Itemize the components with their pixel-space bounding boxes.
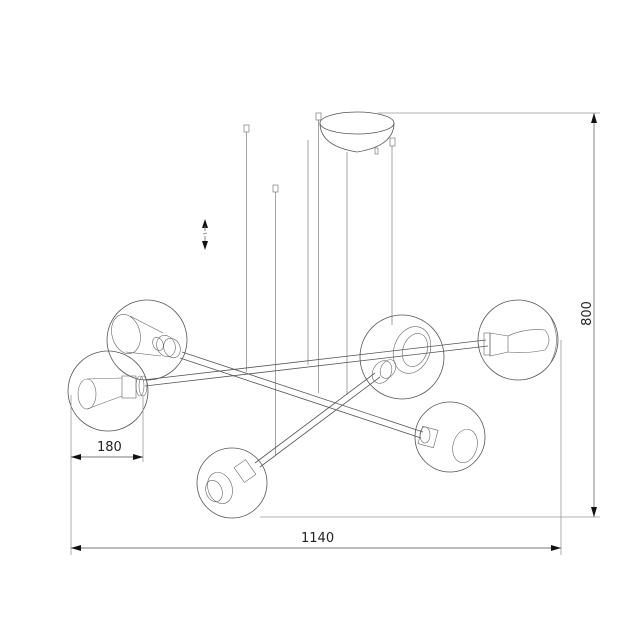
dimension-shade-diameter	[71, 395, 144, 462]
lamp-head-5	[196, 447, 268, 519]
canopy	[319, 111, 396, 155]
shade-diameter-label: 180	[97, 440, 122, 455]
lamp-head-4	[477, 299, 559, 381]
lamp-head-2	[67, 350, 149, 432]
overall-width-label: 1140	[301, 531, 335, 546]
double-arrow-vertical-icon	[202, 219, 208, 250]
dimension-width	[70, 340, 562, 555]
suspension-wires	[243, 112, 393, 455]
lamp-head-6	[414, 401, 486, 473]
overall-height-label: 800	[579, 301, 595, 326]
arms	[142, 339, 489, 468]
dimension-height	[260, 112, 600, 518]
lamp-head-1	[106, 299, 188, 381]
lamp-head-3	[359, 314, 445, 400]
